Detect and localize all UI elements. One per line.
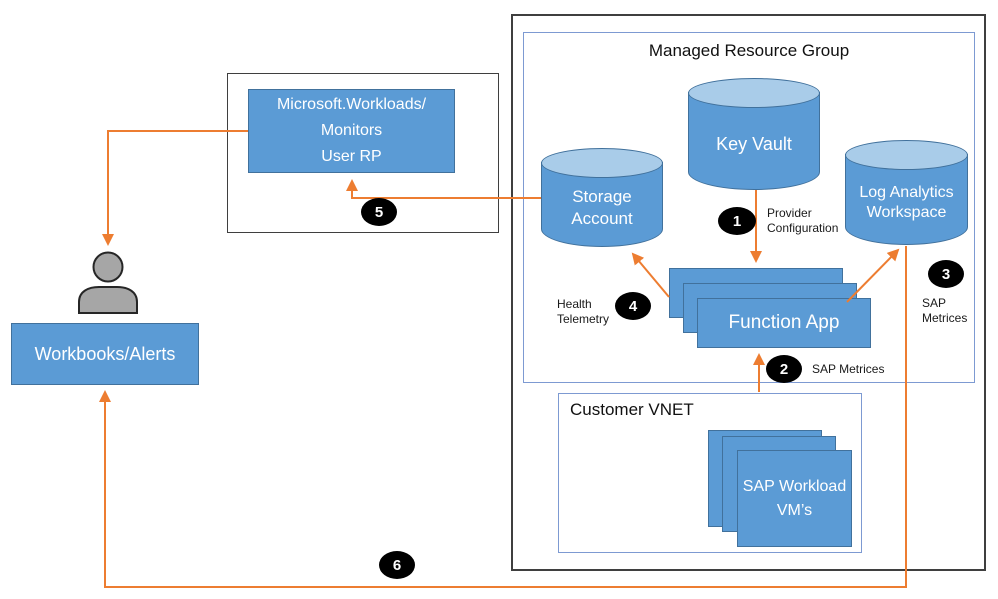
- user-rp-label: Microsoft.Workloads/ Monitors User RP: [276, 96, 427, 165]
- user-icon: [78, 251, 138, 314]
- workbooks-alerts-node: Workbooks/Alerts: [11, 323, 199, 385]
- note-sap-metrices-2: SAP Metrices: [812, 362, 885, 376]
- step-badge-2: 2: [766, 355, 802, 383]
- log-analytics-label: Log Analytics Workspace: [859, 183, 954, 221]
- step-badge-1: 1: [718, 207, 756, 235]
- user-rp-node: Microsoft.Workloads/ Monitors User RP: [248, 89, 455, 173]
- step-badge-3: 3: [928, 260, 964, 288]
- function-app-node: Function App: [697, 298, 871, 348]
- step-badge-6: 6: [379, 551, 415, 579]
- key-vault-cylinder: Key Vault: [688, 78, 820, 190]
- sap-vm-node: SAP Workload VM’s: [737, 450, 852, 547]
- key-vault-label: Key Vault: [716, 133, 792, 154]
- log-analytics-cylinder: Log Analytics Workspace: [845, 140, 968, 245]
- customer-vnet-title: Customer VNET: [570, 400, 694, 419]
- step-badge-4: 4: [615, 292, 651, 320]
- note-provider-configuration: Provider Configuration: [767, 206, 839, 235]
- sap-vm-label: SAP Workload VM’s: [742, 478, 847, 519]
- function-app-label: Function App: [728, 312, 840, 333]
- workbooks-alerts-label: Workbooks/Alerts: [34, 343, 176, 364]
- storage-account-cylinder: Storage Account: [541, 148, 663, 247]
- managed-resource-group-title: Managed Resource Group: [648, 41, 850, 60]
- note-sap-metrices-3: SAP Metrices: [922, 296, 968, 325]
- step-badge-5: 5: [361, 198, 397, 226]
- storage-account-label: Storage Account: [571, 187, 633, 228]
- note-health-telemetry: Health Telemetry: [557, 297, 610, 326]
